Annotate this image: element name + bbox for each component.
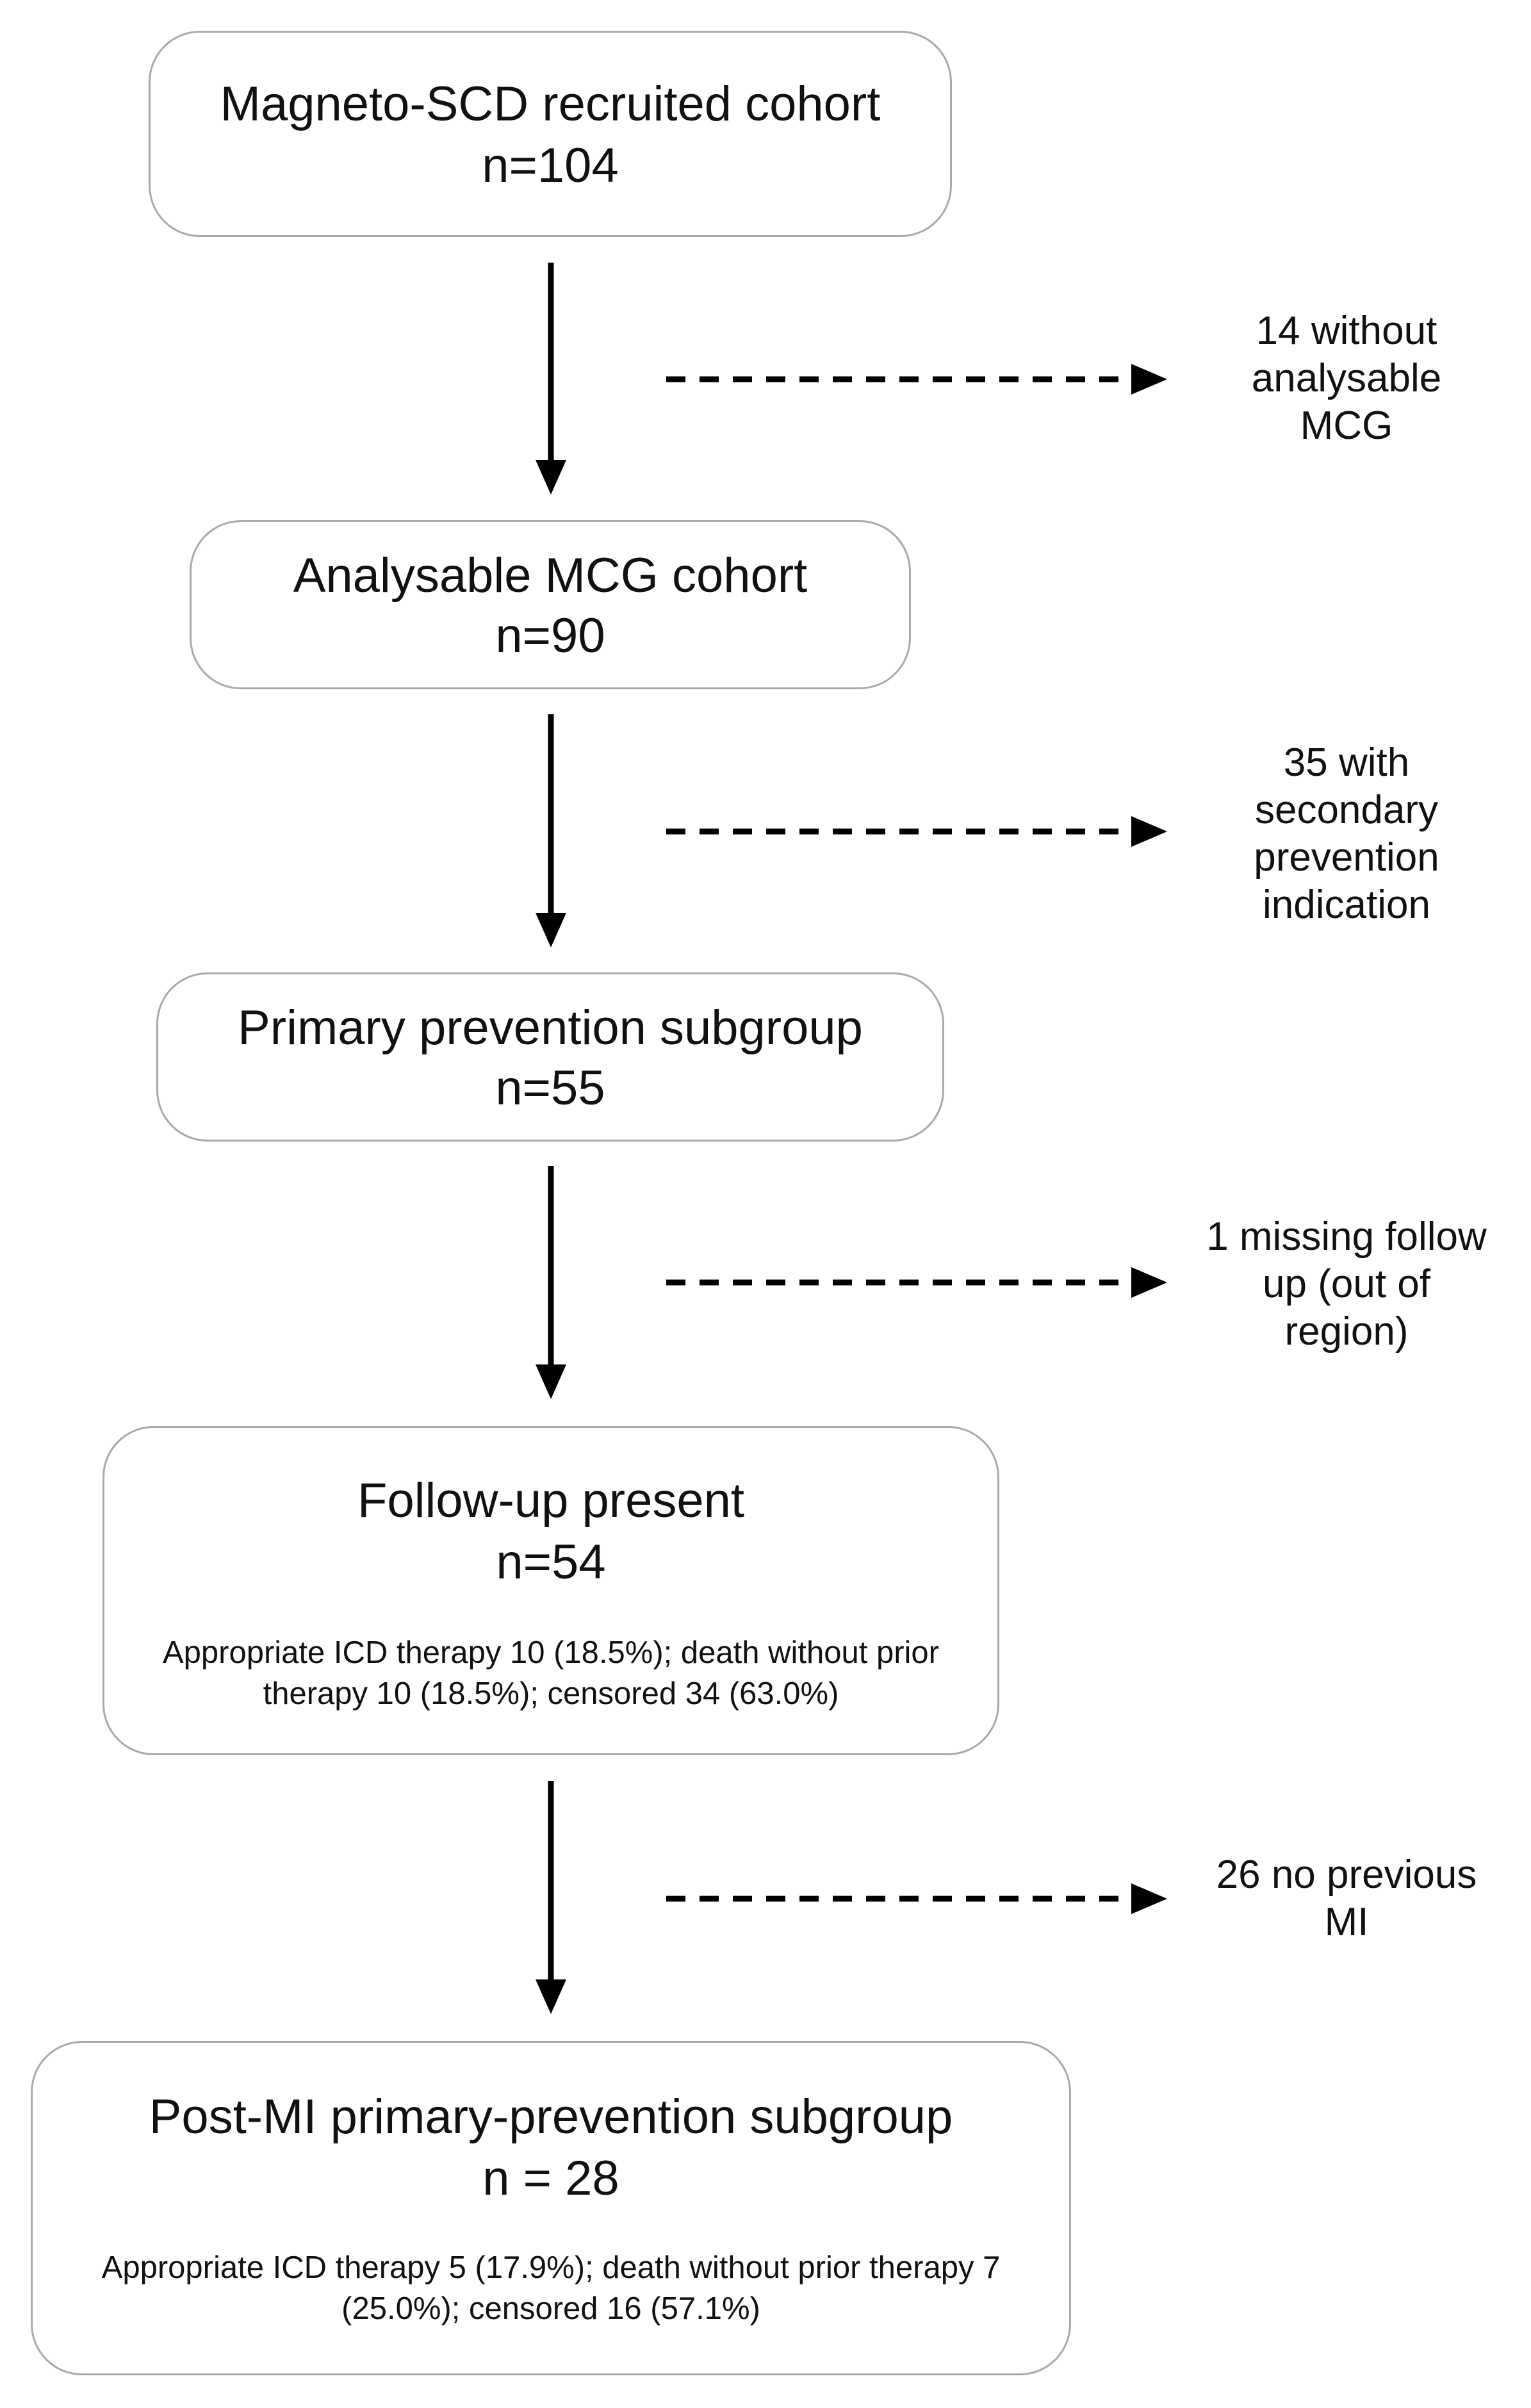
exclusion-line: 26 no previous (1216, 1853, 1477, 1897)
exclusion-line: secondary (1254, 788, 1439, 832)
box-primary-prevention: Primary prevention subgroup n=55 (156, 972, 944, 1142)
box-recruited-cohort: Magneto-SCD recruited cohort n=104 (149, 31, 952, 237)
exclusion-line: indication (1263, 883, 1430, 927)
exclusion-arrow-4 (666, 1883, 1167, 1914)
box-outcome-detail: Appropriate ICD therapy 5 (17.9%); death… (45, 2248, 1056, 2329)
main-flow-arrow-1 (536, 263, 566, 495)
exclusion-line: 35 with (1283, 741, 1410, 785)
box-outcome-detail: Appropriate ICD therapy 10 (18.5%); deat… (117, 1633, 985, 1714)
box-count: n = 28 (482, 2151, 619, 2206)
detail-line: Appropriate ICD therapy 10 (18.5%); deat… (162, 1635, 940, 1670)
exclusion-arrow-3 (666, 1267, 1167, 1298)
box-follow-up-present: Follow-up present n=54 Appropriate ICD t… (102, 1426, 999, 1755)
exclusion-line: prevention (1254, 835, 1439, 880)
exclusion-line: 14 without (1256, 309, 1437, 353)
box-title: Magneto-SCD recruited cohort (220, 77, 881, 131)
exclusion-note-2: 35 with secondary prevention indication (1180, 739, 1513, 929)
box-title: Follow-up present (357, 1473, 745, 1528)
exclusion-line: analysable (1251, 356, 1442, 400)
main-flow-arrow-3 (536, 1166, 566, 1399)
exclusion-arrow-2 (666, 816, 1167, 847)
exclusion-note-1: 14 without analysable MCG (1180, 307, 1513, 450)
box-title: Analysable MCG cohort (293, 548, 808, 603)
exclusion-note-3: 1 missing follow up (out of region) (1180, 1213, 1513, 1356)
box-analysable-cohort: Analysable MCG cohort n=90 (190, 520, 911, 689)
exclusion-line: MI (1324, 1900, 1369, 1944)
detail-line: Appropriate ICD therapy 5 (17.9%); death… (101, 2250, 1001, 2285)
box-count: n=54 (496, 1535, 606, 1589)
box-post-mi-subgroup: Post-MI primary-prevention subgroup n = … (31, 2041, 1071, 2375)
box-title: Post-MI primary-prevention subgroup (149, 2090, 953, 2144)
exclusion-arrow-1 (666, 364, 1167, 395)
detail-line: (25.0%); censored 16 (57.1%) (341, 2291, 760, 2326)
exclusion-line: MCG (1300, 404, 1393, 448)
main-flow-arrow-4 (536, 1781, 566, 2014)
exclusion-line: 1 missing follow (1206, 1215, 1487, 1259)
box-title: Primary prevention subgroup (238, 1001, 863, 1055)
exclusion-line: up (out of (1263, 1262, 1430, 1306)
exclusion-line: region) (1284, 1309, 1409, 1354)
box-count: n=104 (482, 138, 619, 193)
box-count: n=90 (495, 609, 605, 663)
exclusion-note-4: 26 no previous MI (1180, 1851, 1513, 1946)
main-flow-arrow-2 (536, 714, 566, 947)
box-count: n=55 (495, 1061, 605, 1115)
detail-line: therapy 10 (18.5%); censored 34 (63.0%) (263, 1676, 839, 1711)
